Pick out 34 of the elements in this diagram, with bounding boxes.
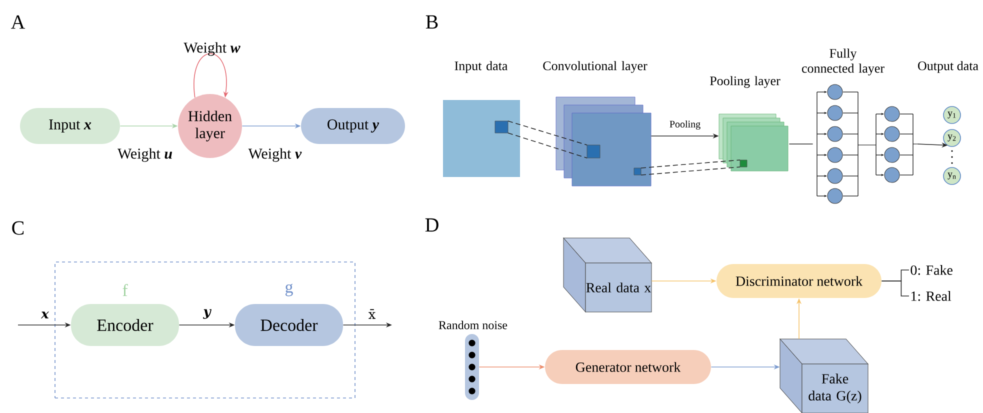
dashed-line — [640, 166, 740, 176]
edge-label: Weight w — [184, 42, 240, 56]
panel-letter: C — [12, 221, 24, 235]
edge-label: x̄ — [368, 309, 376, 319]
function-letter: f — [122, 284, 128, 296]
discriminator-box: Discriminator network — [716, 264, 882, 298]
panel-letter: B — [426, 15, 438, 29]
process-box: Encoder — [71, 304, 179, 346]
arrow — [194, 53, 228, 98]
layer-heading: Fully connected layer — [802, 48, 884, 76]
dashed-line — [640, 160, 740, 168]
edge-label: Weight v — [248, 148, 302, 162]
layer-heading: Pooling layer — [710, 76, 780, 88]
layer-heading: Convolutional layer — [543, 61, 648, 73]
generator-box: Generator network — [545, 350, 711, 384]
input-box: Input x — [20, 108, 120, 144]
vector-heading: Random noise — [438, 320, 508, 330]
dashed-frame — [54, 262, 356, 398]
layer-heading: Output data — [918, 61, 978, 73]
edge-label: x — [40, 312, 49, 318]
output-text: 0: Fake — [910, 265, 952, 275]
edge-label: y — [202, 309, 212, 319]
function-letter: g — [286, 284, 293, 296]
panel-letter: A — [10, 15, 26, 29]
output-text: 1: Real — [911, 291, 952, 301]
process-box: Decoder — [235, 304, 343, 346]
layer-heading: Input data — [454, 61, 508, 73]
panel-letter: D — [425, 218, 438, 232]
edge-label: Weight u — [118, 148, 172, 162]
output-box: Outputy — [301, 108, 405, 144]
data-cube: Fake data G(z) — [780, 338, 868, 413]
edge-label: Pooling — [670, 120, 700, 130]
data-cube: Real data x — [563, 238, 652, 312]
connector-line — [881, 280, 910, 296]
